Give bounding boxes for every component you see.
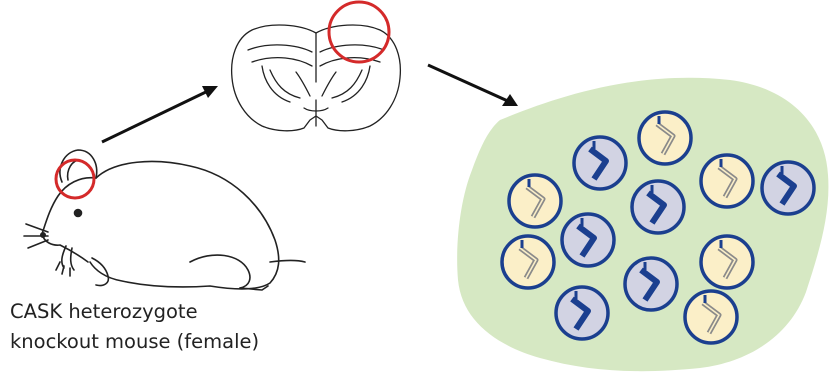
figure-caption: CASK heterozygote knockout mouse (female… (10, 297, 259, 357)
cell-knockout (562, 214, 614, 266)
mouse-illustration (24, 150, 305, 290)
brain-coronal-section (232, 25, 401, 131)
cell-wildtype (685, 291, 737, 343)
cell-wildtype (502, 236, 554, 288)
cell-knockout (762, 162, 814, 214)
cell-knockout (632, 181, 684, 233)
cell-knockout (625, 258, 677, 310)
arrow-mouse-to-brain (102, 86, 218, 142)
caption-line-1: CASK heterozygote (10, 297, 259, 327)
cell-wildtype (509, 175, 561, 227)
arrow-brain-to-cortex (428, 65, 518, 106)
caption-line-2: knockout mouse (female) (10, 327, 259, 357)
cell-wildtype (701, 236, 753, 288)
cell-knockout (556, 287, 608, 339)
cell-wildtype (701, 155, 753, 207)
cell-knockout (574, 137, 626, 189)
cell-wildtype (639, 112, 691, 164)
highlight-circle-cortex (329, 2, 389, 62)
